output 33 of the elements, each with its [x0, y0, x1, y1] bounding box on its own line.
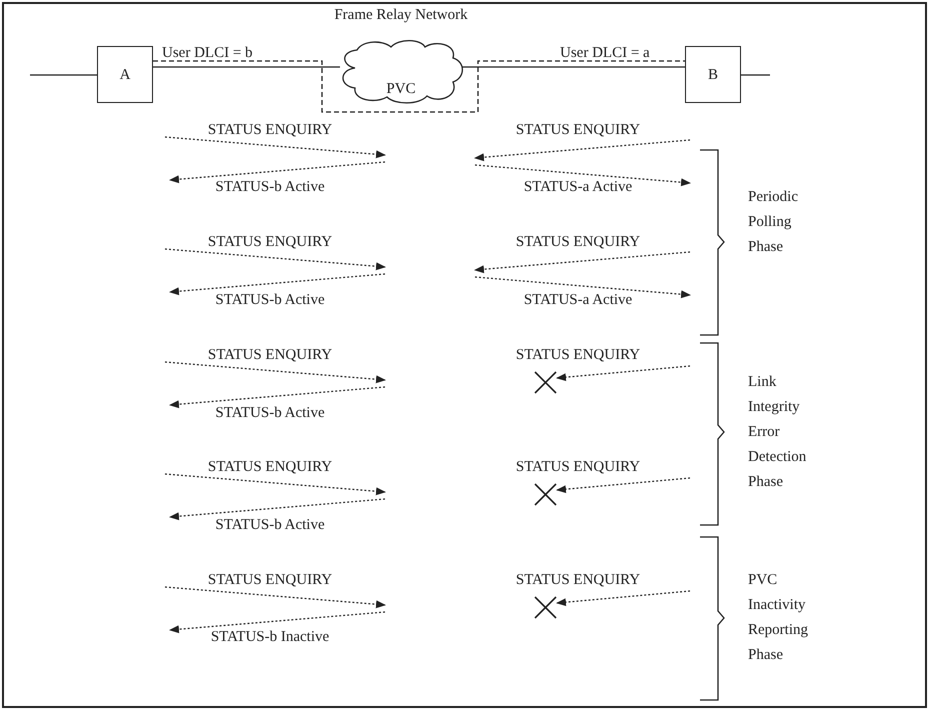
message-label: STATUS ENQUIRY	[206, 458, 334, 476]
phase-label: Link Integrity Error Detection Phase	[748, 373, 808, 492]
message-label: STATUS ENQUIRY	[206, 121, 334, 139]
dlci-label: User DLCI = a	[560, 44, 651, 62]
phase-label: Periodic Polling Phase	[748, 188, 799, 257]
cloud-label: PVC	[385, 81, 417, 98]
station-box	[685, 46, 741, 103]
message-label: STATUS ENQUIRY	[514, 571, 642, 589]
station-label: A	[118, 67, 132, 84]
link-line	[153, 60, 685, 113]
message-label: STATUS-b Active	[214, 404, 326, 422]
message-label: STATUS ENQUIRY	[206, 346, 334, 364]
message-label: STATUS ENQUIRY	[514, 346, 642, 364]
message-label: STATUS-b Active	[214, 178, 326, 196]
link-line	[153, 66, 340, 68]
link-line	[30, 74, 97, 76]
message-label: STATUS-b Active	[214, 291, 326, 309]
message-label: STATUS-b Inactive	[210, 628, 330, 646]
message-label: STATUS ENQUIRY	[206, 233, 334, 251]
message-label: STATUS-b Active	[214, 516, 326, 534]
phase-label: PVC Inactivity Reporting Phase	[748, 571, 809, 665]
message-label: STATUS-a Active	[522, 291, 634, 309]
message-label: STATUS ENQUIRY	[514, 233, 642, 251]
message-label: STATUS-a Active	[522, 178, 634, 196]
station-box	[97, 46, 153, 103]
message-label: STATUS ENQUIRY	[206, 571, 334, 589]
link-line	[462, 66, 685, 68]
station-label: B	[706, 67, 719, 84]
message-label: STATUS ENQUIRY	[514, 121, 642, 139]
dlci-label: User DLCI = b	[162, 44, 254, 62]
network-title: Frame Relay Network	[333, 7, 469, 24]
message-label: STATUS ENQUIRY	[514, 458, 642, 476]
link-line	[741, 74, 770, 76]
